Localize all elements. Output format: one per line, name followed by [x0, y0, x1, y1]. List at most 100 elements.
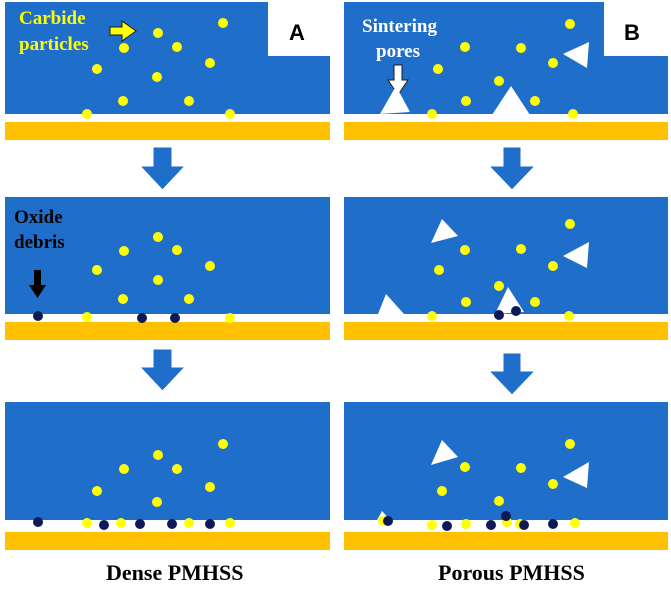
dense-stage-2: Oxide debris	[5, 197, 330, 340]
carbide-particle	[427, 311, 437, 321]
pores-pointer-arrow	[387, 64, 409, 96]
carbide-particle	[119, 464, 129, 474]
carbide-particle	[172, 464, 182, 474]
carbide-particle	[461, 96, 471, 106]
carbide-particle	[218, 439, 228, 449]
oxide-debris-particle	[205, 519, 215, 529]
substrate-bar	[5, 122, 330, 140]
carbide-particle	[118, 96, 128, 106]
oxide-label-line1: Oxide	[14, 207, 63, 228]
carbide-particle	[530, 96, 540, 106]
oxide-debris-particle	[383, 516, 393, 526]
oxide-debris	[494, 306, 521, 320]
carbide-particle	[153, 232, 163, 242]
carbide-particle	[460, 245, 470, 255]
porous-stage-3	[344, 402, 668, 550]
carbide-particle	[119, 246, 129, 256]
carbide-particle	[516, 463, 526, 473]
carbide-particle	[494, 496, 504, 506]
oxide-debris-particle	[33, 517, 43, 527]
oxide-debris-particle	[99, 520, 109, 530]
transition-arrow	[487, 352, 537, 396]
porous-stage-2	[344, 197, 668, 340]
oxide-debris-particle	[442, 521, 452, 531]
carbide-particle	[82, 109, 92, 119]
carbide-particle	[225, 518, 235, 528]
carbide-particle	[460, 462, 470, 472]
carbide-particle	[225, 109, 235, 119]
matrix-block	[5, 402, 330, 520]
carbide-particle	[152, 497, 162, 507]
carbide-particle	[548, 58, 558, 68]
carbide-particle	[205, 261, 215, 271]
carbide-particle	[205, 58, 215, 68]
sintering-pore	[563, 242, 589, 268]
carbide-particle	[116, 518, 126, 528]
oxide-debris-particle	[137, 313, 147, 323]
carbide-label-line2: particles	[19, 34, 89, 55]
carbide-particle	[461, 519, 471, 529]
sintering-pore	[563, 462, 589, 488]
carbide-particle	[548, 261, 558, 271]
oxide-debris-particle	[494, 310, 504, 320]
carbide-particle	[184, 294, 194, 304]
carbide-particle	[433, 64, 443, 74]
oxide-debris-particle	[167, 519, 177, 529]
carbide-particle	[564, 311, 574, 321]
oxide-debris	[33, 311, 180, 323]
oxide-debris-particle	[33, 311, 43, 321]
oxide-debris	[33, 517, 215, 530]
sintering-pore	[490, 86, 532, 118]
oxide-debris-particle	[519, 520, 529, 530]
carbide-particle	[530, 297, 540, 307]
carbide-particle	[184, 518, 194, 528]
carbide-particles	[82, 232, 235, 323]
carbide-particle	[568, 109, 578, 119]
transition-arrow	[487, 146, 537, 191]
sintering-pore	[563, 42, 589, 68]
oxide-debris	[383, 511, 558, 531]
carbide-particle	[153, 275, 163, 285]
carbide-particle	[153, 450, 163, 460]
oxide-debris-particle	[511, 306, 521, 316]
carbide-particle	[548, 479, 558, 489]
carbide-particle	[516, 43, 526, 53]
transition-arrow	[138, 146, 187, 191]
substrate-bar	[344, 532, 668, 550]
substrate-bar	[5, 532, 330, 550]
carbide-particle	[172, 245, 182, 255]
carbide-particle	[184, 96, 194, 106]
carbide-label-line1: Carbide	[19, 8, 86, 29]
oxide-debris-particle	[548, 519, 558, 529]
carbide-pointer-arrow	[109, 20, 137, 42]
carbide-particle	[92, 64, 102, 74]
carbide-particles	[82, 439, 235, 528]
panel-letter-box	[268, 2, 330, 56]
oxide-label-line2: debris	[14, 232, 65, 253]
sintering-pore	[431, 219, 458, 243]
sintering-pore	[431, 440, 458, 465]
carbide-particle	[118, 294, 128, 304]
sintering-pore	[380, 86, 410, 114]
pores-label-line1: Sintering	[362, 16, 437, 37]
substrate-bar	[344, 122, 668, 140]
panel-letter-box	[604, 2, 668, 56]
pores-label-line2: pores	[376, 41, 420, 62]
carbide-particles	[82, 18, 235, 119]
carbide-particle	[82, 312, 92, 322]
carbide-particle	[82, 518, 92, 528]
oxide-debris-particle	[170, 313, 180, 323]
carbide-particle	[92, 265, 102, 275]
carbide-particle	[565, 19, 575, 29]
carbide-particle	[225, 313, 235, 323]
sintering-pore	[378, 294, 404, 314]
panel-letter-b: B	[624, 20, 640, 45]
matrix-block	[5, 2, 330, 114]
transition-arrow	[138, 348, 187, 392]
carbide-particle	[153, 28, 163, 38]
carbide-particle	[437, 486, 447, 496]
dense-stage-1: A Carbide particles	[5, 2, 330, 140]
carbide-particle	[570, 518, 580, 528]
dense-stage-3	[5, 402, 330, 550]
